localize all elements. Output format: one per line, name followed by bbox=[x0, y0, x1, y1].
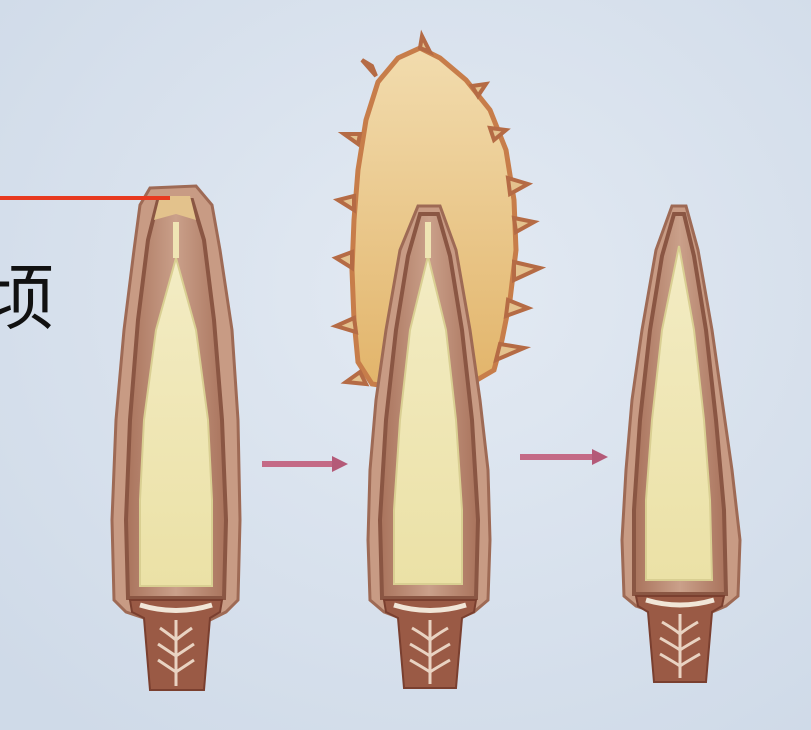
stage-1-icon bbox=[112, 186, 240, 690]
label-text: 顷 bbox=[0, 262, 54, 334]
